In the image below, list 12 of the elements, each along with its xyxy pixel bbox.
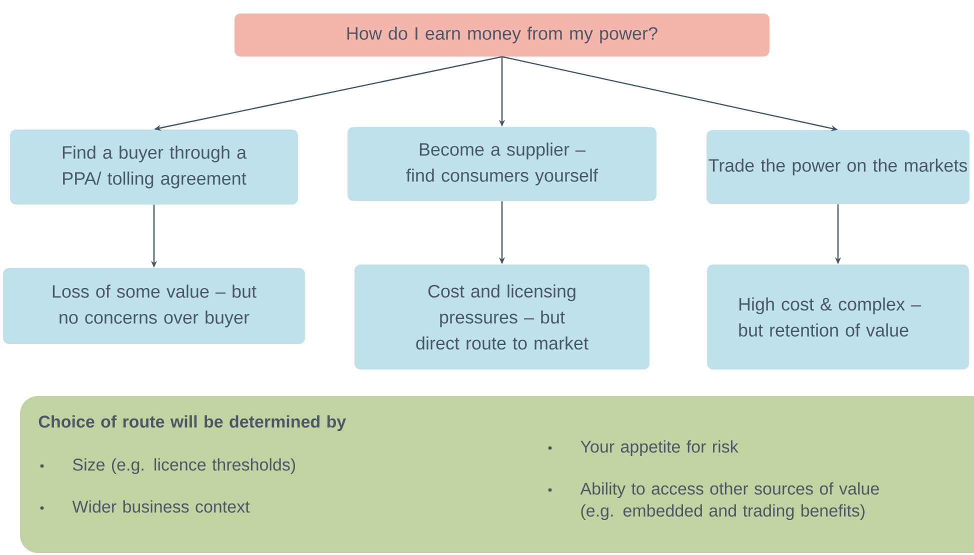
option-box: Trade the power on the markets (706, 130, 970, 204)
panel-heading: Choice of route will be determined by (38, 415, 346, 432)
option-box: Loss of some value – but no concerns over buyer (3, 268, 305, 344)
bullet-item: Size (e.g. licence thresholds) (40, 458, 296, 474)
option-box: Find a buyer through a PPA/ tolling agreement (10, 130, 298, 204)
option-box: High cost & complex – but retention of value (707, 264, 969, 370)
option-box: Cost and licensing pressures – but direct route to market (354, 264, 650, 370)
bullet-item: Wider business context (40, 500, 250, 513)
question-box: How do I earn money from my power? (234, 14, 770, 56)
bullet-item: Your appetite for risk (548, 440, 738, 456)
option-box: Become a supplier – find consumers yourself (348, 127, 656, 201)
bullet-item: Ability to access other sources of value (e.g. embedded and trading benefits) (548, 482, 879, 520)
